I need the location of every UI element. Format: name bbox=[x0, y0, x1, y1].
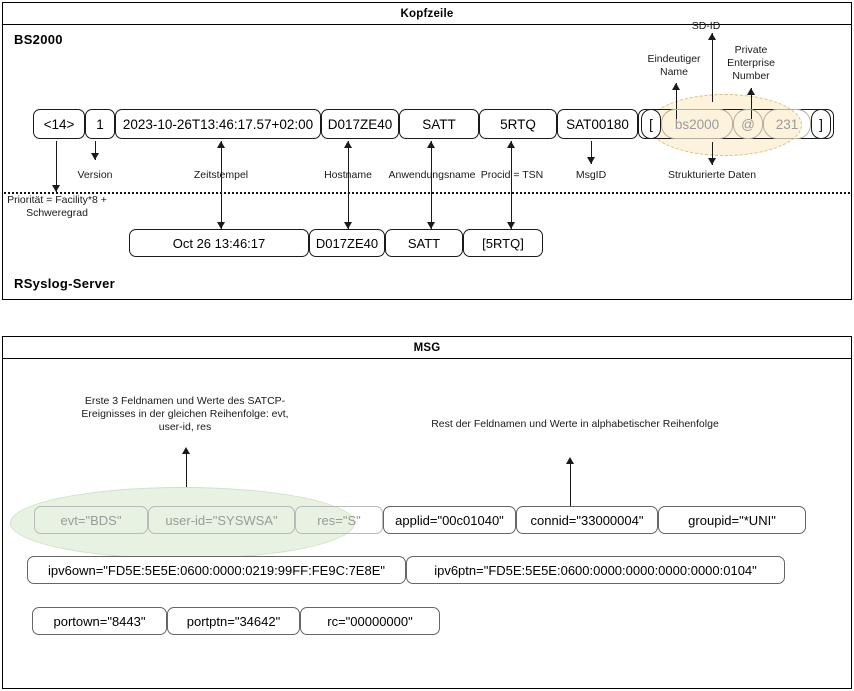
header-panel-title: Kopfzeile bbox=[400, 7, 454, 20]
msg-panel-title: MSG bbox=[413, 341, 441, 354]
header-panel-title-bar: Kopfzeile bbox=[3, 3, 851, 25]
bs2000-syslog-header-token-row: <14> 1 2023-10-26T13:46:17.57+02:00 D017… bbox=[33, 109, 834, 139]
annotation-priority: Priorität = Facility*8 + Schweregrad bbox=[7, 194, 107, 219]
arrowhead-procid-down bbox=[507, 222, 515, 229]
token-priority[interactable]: <14> bbox=[33, 109, 85, 139]
leader-hostname-up bbox=[348, 141, 350, 165]
token-sd-open-bracket[interactable]: [ bbox=[641, 109, 661, 139]
leader-appname-up bbox=[431, 141, 433, 165]
arrowhead-appname-down bbox=[427, 222, 435, 229]
token-msgid[interactable]: SAT00180 bbox=[557, 109, 638, 139]
token-sd-private-enterprise-number[interactable]: 231 bbox=[763, 109, 811, 139]
annotation-rest-alphabetical: Rest der Feldnamen und Werte in alphabet… bbox=[431, 418, 719, 430]
annotation-unique-name: Eindeutiger Name bbox=[647, 53, 701, 78]
token-appname[interactable]: SATT bbox=[399, 109, 479, 139]
msg-field-ipv6ptn[interactable]: ipv6ptn="FD5E:5E5E:0600:0000:0000:0000:0… bbox=[406, 556, 785, 584]
rsyslog-header-token-row: Oct 26 13:46:17 D017ZE40 SATT [5RTQ] bbox=[129, 229, 543, 257]
leader-procid-up bbox=[511, 141, 513, 165]
arrowhead-structured-data bbox=[708, 158, 716, 165]
arrowhead-hostname-up bbox=[344, 141, 352, 148]
annotation-private-enterprise-number: Private Enterprise Number bbox=[727, 44, 775, 82]
arrowhead-version bbox=[91, 153, 99, 160]
arrowhead-timestamp-up bbox=[217, 141, 225, 148]
bs2000-rsyslog-divider bbox=[4, 192, 850, 194]
leader-structured-data bbox=[712, 142, 714, 165]
leader-version bbox=[95, 141, 97, 160]
msg-field-portptn[interactable]: portptn="34642" bbox=[167, 607, 300, 635]
token-sd-at[interactable]: @ bbox=[733, 109, 763, 139]
first-three-fields-highlight-ellipse bbox=[10, 487, 355, 559]
arrowhead-rest-alphabetical bbox=[566, 457, 574, 464]
token-procid[interactable]: 5RTQ bbox=[479, 109, 557, 139]
msg-field-portown[interactable]: portown="8443" bbox=[32, 607, 167, 635]
rsyslog-token-timestamp[interactable]: Oct 26 13:46:17 bbox=[129, 229, 309, 257]
leader-first-three-fields bbox=[186, 452, 188, 508]
leader-unique-name bbox=[676, 83, 678, 119]
arrowhead-sd-id bbox=[708, 33, 716, 40]
rsyslog-server-label: RSyslog-Server bbox=[14, 276, 116, 291]
arrowhead-msgid bbox=[587, 157, 595, 164]
arrowhead-first-three-fields bbox=[182, 447, 190, 454]
leader-appname-down bbox=[431, 165, 433, 230]
leader-priority bbox=[56, 141, 58, 192]
annotation-version: Version bbox=[77, 169, 113, 181]
msg-field-user-id[interactable]: user-id="SYSWSA" bbox=[148, 506, 295, 534]
leader-timestamp-up bbox=[221, 141, 223, 165]
msg-field-res[interactable]: res="S" bbox=[295, 506, 383, 534]
annotation-hostname: Hostname bbox=[316, 169, 380, 182]
token-hostname[interactable]: D017ZE40 bbox=[321, 109, 399, 139]
msg-panel-title-bar: MSG bbox=[3, 337, 851, 359]
arrowhead-hostname-down bbox=[344, 222, 352, 229]
rsyslog-token-procid[interactable]: [5RTQ] bbox=[463, 229, 543, 257]
token-version[interactable]: 1 bbox=[85, 109, 115, 139]
rsyslog-token-appname[interactable]: SATT bbox=[385, 229, 463, 257]
arrowhead-procid-up bbox=[507, 141, 515, 148]
leader-msgid bbox=[591, 141, 593, 164]
leader-rest-alphabetical bbox=[570, 462, 572, 508]
msg-field-row: evt="BDS" user-id="SYSWSA" res="S" appli… bbox=[34, 506, 806, 534]
annotation-first-three-fields: Erste 3 Feldnamen und Werte des SATCP-Er… bbox=[81, 395, 289, 433]
leader-sd-id bbox=[712, 33, 714, 102]
msg-field-groupid[interactable]: groupid="*UNI" bbox=[658, 506, 806, 534]
token-sd-name[interactable]: bs2000 bbox=[661, 109, 733, 139]
token-structured-data-group: [ bs2000 @ 231 ] bbox=[638, 109, 834, 139]
annotation-structured-data: Strukturierte Daten bbox=[667, 169, 757, 181]
annotation-msgid: MsgID bbox=[575, 169, 607, 181]
msg-field-applid[interactable]: applid="00c01040" bbox=[383, 506, 516, 534]
bs2000-source-label: BS2000 bbox=[14, 32, 63, 47]
rsyslog-token-hostname[interactable]: D017ZE40 bbox=[309, 229, 385, 257]
msg-field-row: ipv6own="FD5E:5E5E:0600:0000:0219:99FF:F… bbox=[27, 556, 785, 584]
arrowhead-timestamp-down bbox=[217, 222, 225, 229]
arrowhead-appname-up bbox=[427, 141, 435, 148]
msg-field-row: portown="8443" portptn="34642" rc="00000… bbox=[32, 607, 440, 635]
leader-timestamp-down bbox=[221, 165, 223, 230]
arrowhead-pen bbox=[747, 88, 755, 95]
annotation-sd-id: SD-ID bbox=[691, 20, 721, 32]
msg-field-rc[interactable]: rc="00000000" bbox=[300, 607, 440, 635]
leader-hostname-down bbox=[348, 165, 350, 230]
token-sd-close-bracket[interactable]: ] bbox=[811, 109, 831, 139]
leader-procid-down bbox=[511, 165, 513, 230]
arrowhead-unique-name bbox=[672, 83, 680, 90]
msg-field-connid[interactable]: connid="33000004" bbox=[516, 506, 658, 534]
arrowhead-priority bbox=[52, 185, 60, 192]
leader-pen bbox=[751, 88, 753, 119]
msg-field-evt[interactable]: evt="BDS" bbox=[34, 506, 148, 534]
msg-field-ipv6own[interactable]: ipv6own="FD5E:5E5E:0600:0000:0219:99FF:F… bbox=[27, 556, 406, 584]
token-timestamp[interactable]: 2023-10-26T13:46:17.57+02:00 bbox=[115, 109, 321, 139]
